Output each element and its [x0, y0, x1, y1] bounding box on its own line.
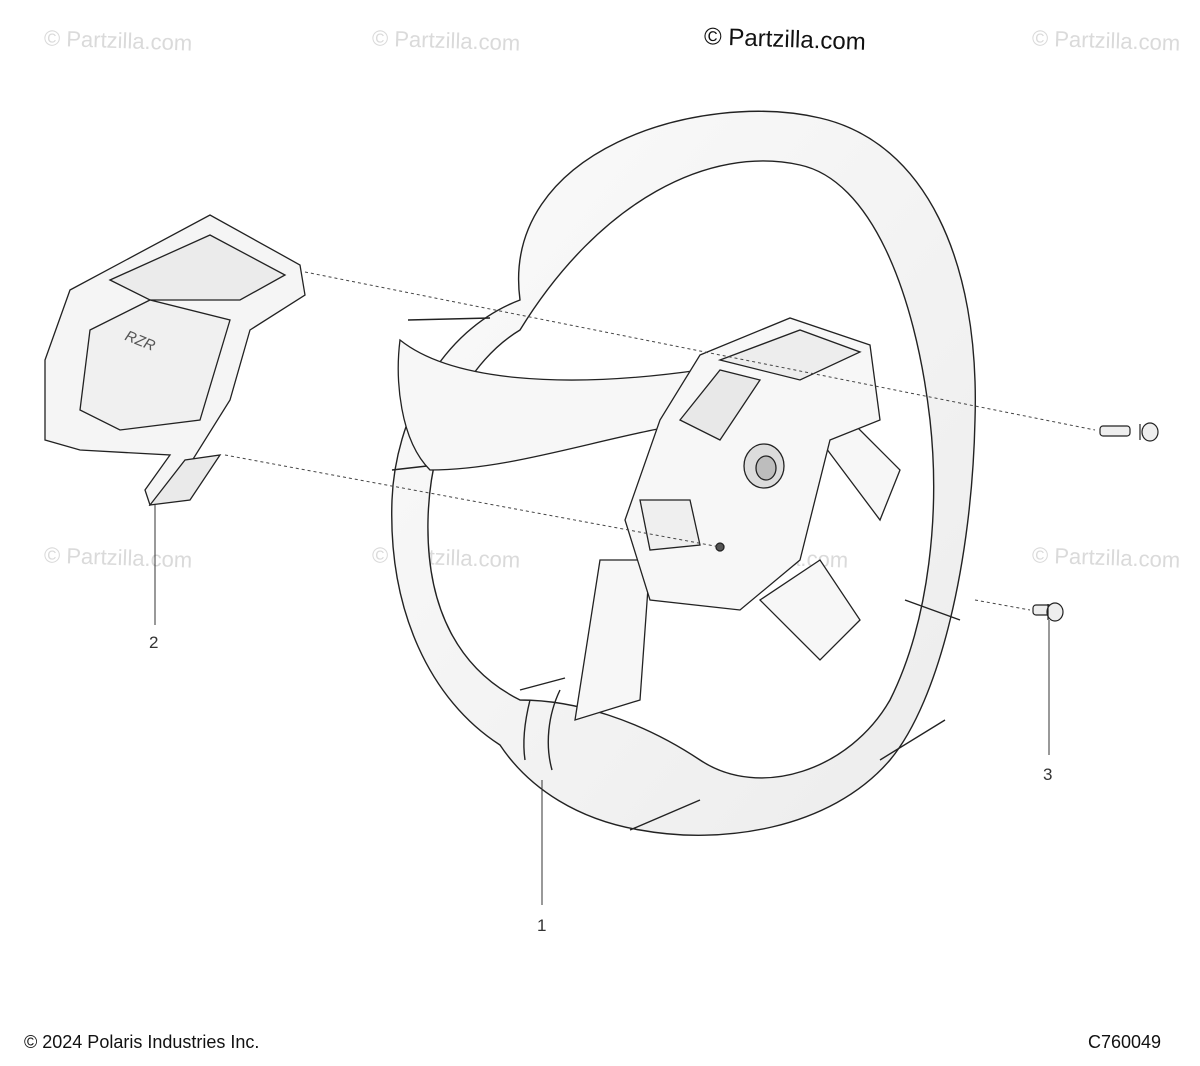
callout-3: 3: [1043, 765, 1053, 784]
callout-2: 2: [149, 633, 159, 652]
assembly-lines: [224, 271, 1096, 611]
center-cover: RZR: [44, 214, 306, 507]
steering-wheel: [391, 110, 977, 836]
screw-upper: [1099, 422, 1159, 442]
copyright-text: © 2024 Polaris Industries Inc.: [24, 1032, 260, 1052]
wheel-hub: [397, 317, 901, 721]
callout-1: 1: [537, 916, 547, 935]
screw-lower: [1032, 602, 1064, 622]
diagram-code: C760049: [1088, 1032, 1162, 1052]
leader-lines: [154, 505, 1050, 905]
